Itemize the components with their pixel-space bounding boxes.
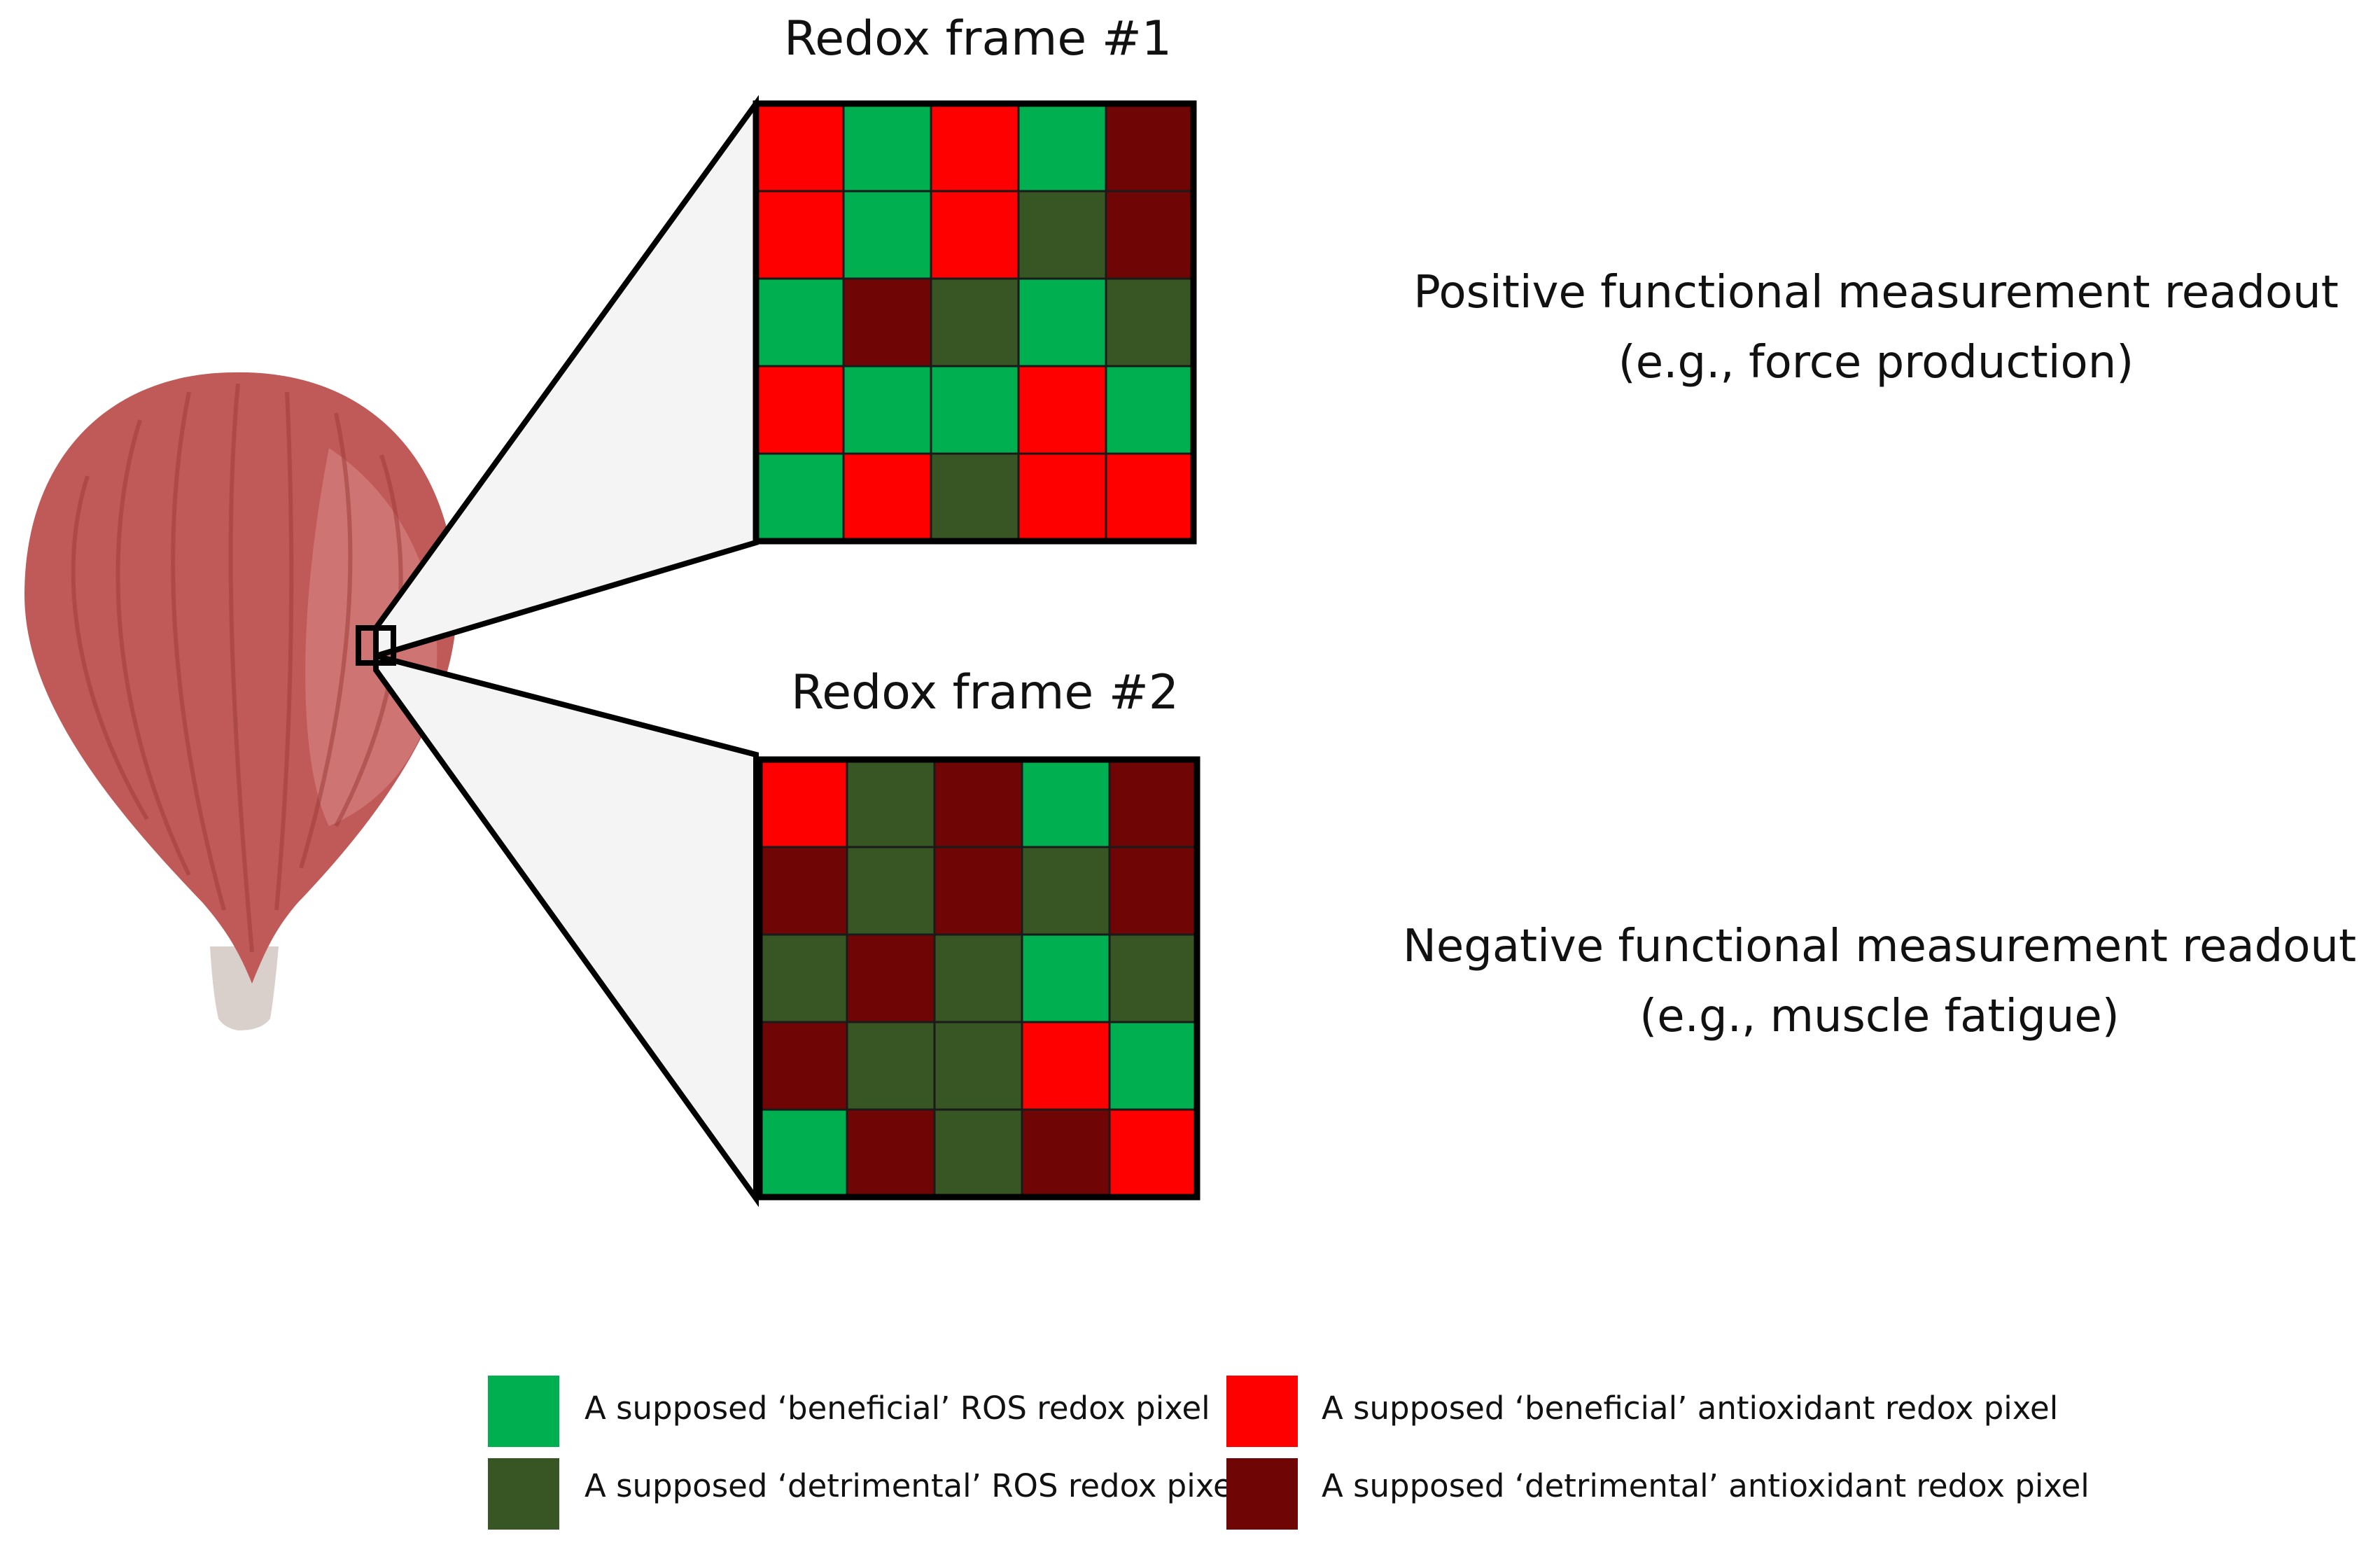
zoom-box <box>356 625 396 666</box>
zoom-funnel-top <box>373 95 759 660</box>
redox-pixel-beneficial-antioxidant <box>1021 1021 1111 1111</box>
redox-pixel-beneficial-antioxidant <box>930 190 1020 280</box>
redox-pixel-beneficial-antioxidant <box>755 102 845 193</box>
legend-swatch-detrimental-ros <box>488 1458 559 1530</box>
redox-pixel-detrimental-antioxidant <box>1105 102 1195 193</box>
redox-pixel-detrimental-ros <box>933 1108 1023 1198</box>
redox-pixel-detrimental-antioxidant <box>1105 190 1195 280</box>
redox-pixel-beneficial-antioxidant <box>842 452 932 543</box>
redox-frame-2-grid <box>756 756 1200 1201</box>
redox-pixel-beneficial-antioxidant <box>1108 1108 1198 1198</box>
redox-pixel-beneficial-ros <box>1105 365 1195 455</box>
redox-frame-border <box>756 756 1200 1201</box>
frame-title-1: Redox frame #1 <box>784 11 1172 67</box>
muscle-highlight <box>305 448 438 826</box>
muscle-tendon <box>210 946 279 1030</box>
redox-pixel-beneficial-ros <box>930 365 1020 455</box>
redox-pixel-beneficial-antioxidant <box>755 365 845 455</box>
frame-title-2: Redox frame #2 <box>791 665 1180 720</box>
redox-pixel-beneficial-ros <box>842 190 932 280</box>
legend-label-detrimental-ros: A supposed ‘detrimental’ ROS redox pixel <box>584 1467 1242 1504</box>
redox-pixel-detrimental-ros <box>758 933 848 1023</box>
redox-pixel-detrimental-antioxidant <box>842 277 932 368</box>
redox-pixel-beneficial-antioxidant <box>1017 365 1107 455</box>
redox-pixel-detrimental-antioxidant <box>758 1021 848 1111</box>
redox-pixel-detrimental-ros <box>1021 846 1111 936</box>
redox-pixel-beneficial-ros <box>755 452 845 543</box>
redox-pixel-beneficial-ros <box>755 277 845 368</box>
redox-pixel-beneficial-ros <box>1017 277 1107 368</box>
legend-label-beneficial-ros: A supposed ‘beneficial’ ROS redox pixel <box>584 1390 1210 1427</box>
redox-pixel-detrimental-antioxidant <box>933 758 1023 848</box>
redox-pixel-detrimental-antioxidant <box>846 933 936 1023</box>
redox-pixel-beneficial-antioxidant <box>758 758 848 848</box>
redox-pixel-beneficial-antioxidant <box>930 102 1020 193</box>
redox-frame-border <box>752 100 1197 545</box>
negative-readout: Negative functional measurement readout … <box>1390 911 2370 1051</box>
redox-pixel-detrimental-antioxidant <box>933 846 1023 936</box>
redox-pixel-beneficial-ros <box>842 365 932 455</box>
redox-pixel-detrimental-ros <box>846 758 936 848</box>
redox-pixel-detrimental-antioxidant <box>1108 758 1198 848</box>
legend-swatch-detrimental-antioxidant <box>1226 1458 1298 1530</box>
legend-swatch-beneficial-antioxidant <box>1226 1376 1298 1447</box>
redox-pixel-detrimental-ros <box>846 1021 936 1111</box>
redox-pixel-detrimental-antioxidant <box>846 1108 936 1198</box>
redox-pixel-detrimental-ros <box>1108 933 1198 1023</box>
positive-readout-label: Positive functional measurement readout <box>1413 267 2339 319</box>
redox-pixel-beneficial-antioxidant <box>1017 452 1107 543</box>
negative-readout-label: Negative functional measurement readout <box>1402 921 2357 972</box>
legend-label-detrimental-antioxidant: A supposed ‘detrimental’ antioxidant red… <box>1322 1467 2090 1504</box>
zoom-funnel-bottom <box>373 652 759 1208</box>
redox-pixel-beneficial-ros <box>1108 1021 1198 1111</box>
redox-pixel-beneficial-ros <box>1021 933 1111 1023</box>
redox-pixel-beneficial-ros <box>1021 758 1111 848</box>
legend-swatch-beneficial-ros <box>488 1376 559 1447</box>
redox-pixel-beneficial-ros <box>1017 102 1107 193</box>
redox-pixel-detrimental-ros <box>933 933 1023 1023</box>
redox-pixel-beneficial-antioxidant <box>755 190 845 280</box>
redox-pixel-detrimental-ros <box>930 452 1020 543</box>
positive-readout: Positive functional measurement readout … <box>1390 258 2362 398</box>
redox-pixel-detrimental-antioxidant <box>758 846 848 936</box>
redox-pixel-beneficial-antioxidant <box>1105 452 1195 543</box>
negative-readout-example: (e.g., muscle fatigue) <box>1639 991 2120 1042</box>
redox-pixel-detrimental-ros <box>930 277 1020 368</box>
redox-frame-1-grid <box>752 100 1197 545</box>
legend-label-beneficial-antioxidant: A supposed ‘beneficial’ antioxidant redo… <box>1322 1390 2059 1427</box>
redox-pixel-detrimental-ros <box>933 1021 1023 1111</box>
redox-pixel-beneficial-ros <box>842 102 932 193</box>
redox-pixel-detrimental-antioxidant <box>1108 846 1198 936</box>
muscle-illustration <box>24 372 457 1030</box>
positive-readout-example: (e.g., force production) <box>1618 337 2134 389</box>
redox-pixel-detrimental-ros <box>1105 277 1195 368</box>
redox-pixel-beneficial-ros <box>758 1108 848 1198</box>
redox-pixel-detrimental-ros <box>1017 190 1107 280</box>
redox-pixel-detrimental-antioxidant <box>1021 1108 1111 1198</box>
redox-pixel-detrimental-ros <box>846 846 936 936</box>
